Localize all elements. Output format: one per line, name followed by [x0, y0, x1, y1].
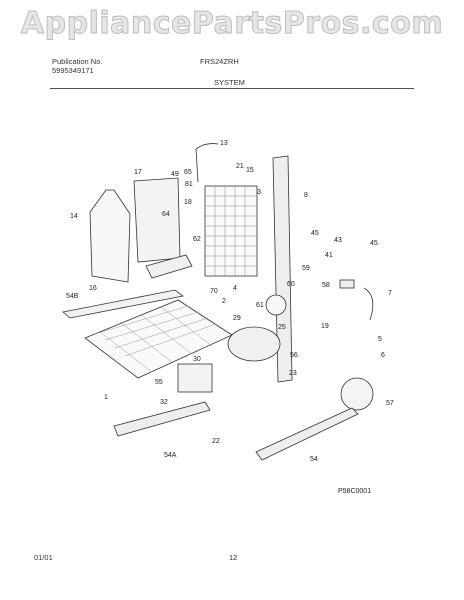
part-label: 45 — [311, 230, 319, 237]
compressor — [227, 326, 281, 362]
part-label: 58 — [322, 282, 330, 289]
part-label: 4 — [233, 285, 237, 292]
part-label: 19 — [321, 323, 329, 330]
part-label: 60 — [287, 281, 295, 288]
part-label: 30 — [193, 356, 201, 363]
part-label: 41 — [325, 252, 333, 259]
part-label: 14 — [70, 213, 78, 220]
part-label: 15 — [246, 167, 254, 174]
part-label: 23 — [289, 370, 297, 377]
part-label: 7 — [388, 290, 392, 297]
part-label: 70 — [210, 288, 218, 295]
part-label: 54A — [164, 452, 177, 459]
part-label: 81 — [185, 181, 193, 188]
fan-part — [265, 294, 287, 316]
disc-part — [340, 377, 374, 411]
strip-part-2 — [255, 407, 359, 461]
footer-date: 01/01 — [34, 553, 53, 562]
part-label: 49 — [171, 171, 179, 178]
publication-label: Publication No. — [52, 57, 103, 66]
part-label: 17 — [134, 169, 142, 176]
part-label: 6 — [381, 352, 385, 359]
part-label: 54B — [66, 293, 79, 300]
part-label: 3 — [257, 189, 261, 196]
part-label: 61 — [256, 302, 264, 309]
part-label: 55 — [155, 379, 163, 386]
part-label: 59 — [302, 265, 310, 272]
bag-part — [89, 189, 131, 283]
part-label: 18 — [184, 199, 192, 206]
part-label: 21 — [236, 163, 244, 170]
header-rule — [50, 88, 414, 89]
panel-part — [133, 177, 181, 263]
part-label: 65 — [184, 169, 192, 176]
part-label: 29 — [233, 315, 241, 322]
publication-number: 5995349171 — [52, 66, 94, 75]
wire-part — [363, 287, 374, 321]
model-number: FRS24ZRH — [200, 57, 239, 66]
part-label: 43 — [334, 237, 342, 244]
strip-part — [113, 401, 211, 437]
drain-part — [145, 254, 193, 279]
part-label: 8 — [304, 192, 308, 199]
part-label: 22 — [212, 438, 220, 445]
watermark: AppliancePartsPros.com — [20, 6, 444, 42]
part-label: 2 — [222, 298, 226, 305]
part-label: 62 — [193, 236, 201, 243]
part-label: 25 — [278, 324, 286, 331]
tube-part-2 — [195, 148, 199, 183]
part-label: 57 — [386, 400, 394, 407]
relay-part — [177, 363, 213, 393]
bracket-part — [62, 289, 184, 319]
part-label: 1 — [104, 394, 108, 401]
tube-part — [195, 143, 219, 150]
part-label: 45 — [370, 240, 378, 247]
figure-code: P58C0001 — [338, 488, 371, 495]
part-label: 56 — [290, 352, 298, 359]
part-label: 64 — [162, 211, 170, 218]
part-label: 54 — [310, 456, 318, 463]
part-label: 5 — [378, 336, 382, 343]
part-label: 13 — [220, 140, 228, 147]
section-title: SYSTEM — [214, 78, 245, 87]
small-part — [339, 279, 355, 289]
condenser-coil — [204, 185, 258, 277]
page-number: 12 — [229, 553, 238, 562]
part-label: 32 — [160, 399, 168, 406]
part-label: 16 — [89, 285, 97, 292]
